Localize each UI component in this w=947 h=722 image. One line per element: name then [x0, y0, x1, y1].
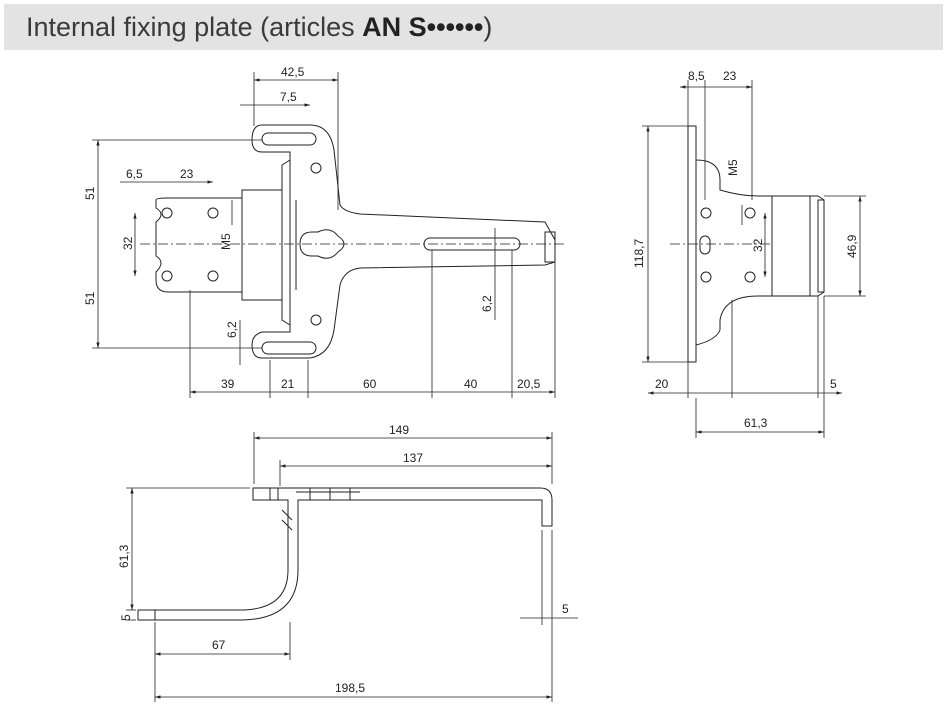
side-holes — [699, 207, 756, 283]
dim-6-5: 6,5 — [126, 167, 143, 181]
side-dim-32: 32 — [751, 238, 765, 252]
side-dim-23: 23 — [723, 69, 737, 83]
dim-m5: M5 — [219, 233, 233, 250]
side-dim-118-7: 118,7 — [632, 239, 646, 268]
header-bar: Internal fixing plate (articles AN S••••… — [4, 4, 943, 50]
side-view: 8,5 23 M5 118,7 32 46,9 20 5 61,3 — [632, 69, 866, 438]
bottom-dim-198-5: 198,5 — [335, 681, 365, 695]
dim-51-lower: 51 — [83, 291, 97, 305]
side-dim-8-5: 8,5 — [688, 69, 705, 83]
title-code: AN S•••••• — [362, 12, 484, 42]
title-prefix: Internal fixing plate (articles — [26, 12, 363, 42]
side-dim-20: 20 — [655, 377, 669, 391]
dim-42-5: 42,5 — [281, 65, 305, 79]
page-title: Internal fixing plate (articles AN S••••… — [26, 12, 492, 43]
bottom-dim-5-right: 5 — [562, 602, 569, 616]
dim-40: 40 — [464, 377, 478, 391]
bottom-dim-67: 67 — [212, 638, 226, 652]
dim-39: 39 — [221, 377, 235, 391]
front-bottom-slot — [261, 341, 317, 355]
side-dim-46-9: 46,9 — [845, 234, 859, 258]
side-dim-m5: M5 — [726, 159, 740, 176]
dim-32: 32 — [121, 236, 135, 250]
front-view: 42,5 7,5 6,5 23 51 51 32 M5 6,2 6,2 39 2… — [83, 65, 565, 398]
bottom-view: 149 137 61,3 5 67 5 198,5 — [117, 423, 578, 702]
bottom-dim-61-3: 61,3 — [117, 544, 131, 568]
bottom-dim-5-left: 5 — [119, 614, 133, 621]
front-holes — [161, 162, 322, 326]
bottom-profile-outline — [137, 487, 553, 621]
bottom-dim-137: 137 — [403, 451, 423, 465]
dim-60: 60 — [363, 377, 377, 391]
dim-21: 21 — [281, 377, 295, 391]
side-dim-5: 5 — [830, 377, 837, 391]
dim-6-2-arm: 6,2 — [480, 295, 494, 312]
dim-20-5: 20,5 — [517, 377, 541, 391]
front-top-slot — [261, 132, 317, 146]
dim-51-upper: 51 — [83, 186, 97, 200]
dim-23: 23 — [180, 167, 194, 181]
title-suffix: ) — [483, 12, 493, 42]
dim-7-5: 7,5 — [280, 90, 297, 104]
side-dim-61-3: 61,3 — [744, 416, 768, 430]
bottom-dim-149: 149 — [389, 423, 409, 437]
dim-6-2-left: 6,2 — [225, 321, 239, 338]
